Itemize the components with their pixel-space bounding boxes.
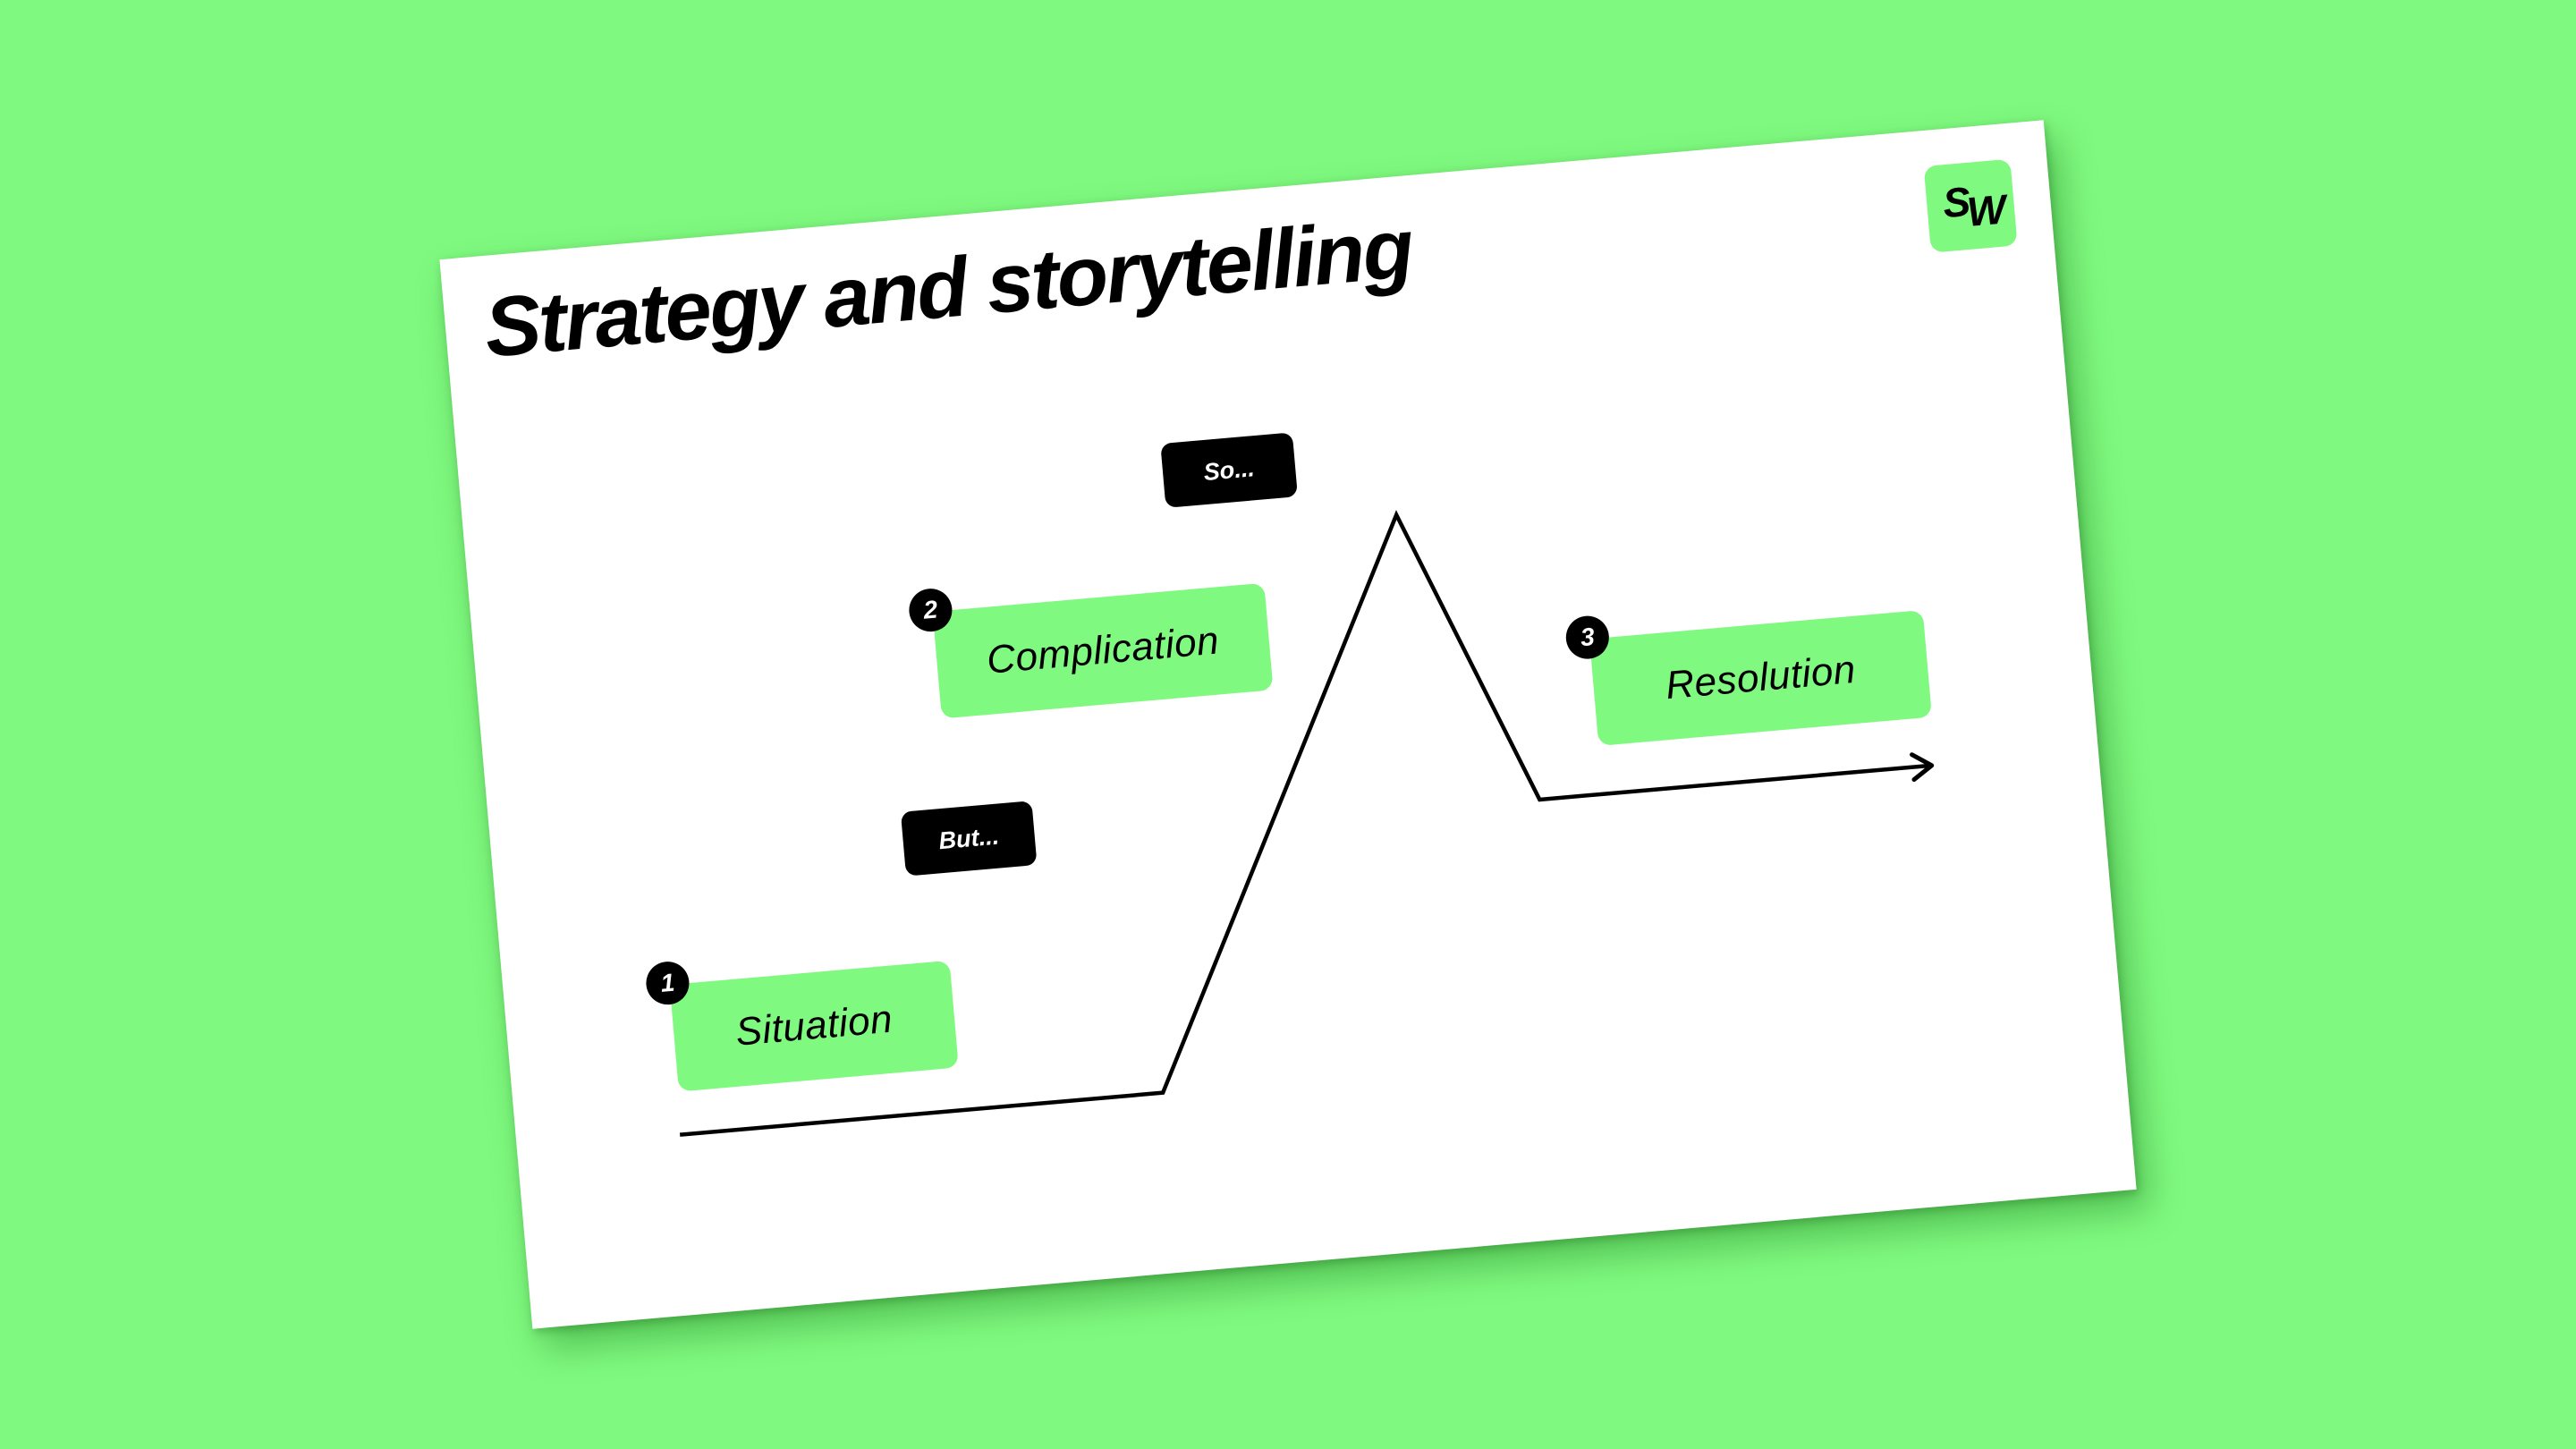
- stage-label: Situation: [733, 996, 894, 1055]
- stage-resolution: 3 Resolution: [1563, 609, 1932, 746]
- slide-title: Strategy and storytelling: [480, 199, 1415, 375]
- stage-label: Complication: [984, 617, 1221, 682]
- step-badge-3: 3: [1563, 614, 1611, 661]
- connector-but: But...: [900, 800, 1038, 877]
- arrow-right-icon: [1909, 751, 1934, 782]
- connector-label: So...: [1201, 453, 1256, 486]
- step-badge-2: 2: [906, 586, 953, 633]
- stage-situation: 1 Situation: [643, 959, 959, 1092]
- connector-so: So...: [1159, 431, 1298, 508]
- step-badge-1: 1: [643, 959, 691, 1006]
- connector-label: But...: [936, 821, 1000, 854]
- logo-letter-w: W: [1964, 185, 2006, 235]
- stage-label: Resolution: [1663, 647, 1858, 708]
- slide: Strategy and storytelling S W 1 Situatio…: [438, 119, 2137, 1329]
- stage-complication: 2 Complication: [906, 582, 1274, 719]
- sw-logo: S W: [1923, 158, 2018, 253]
